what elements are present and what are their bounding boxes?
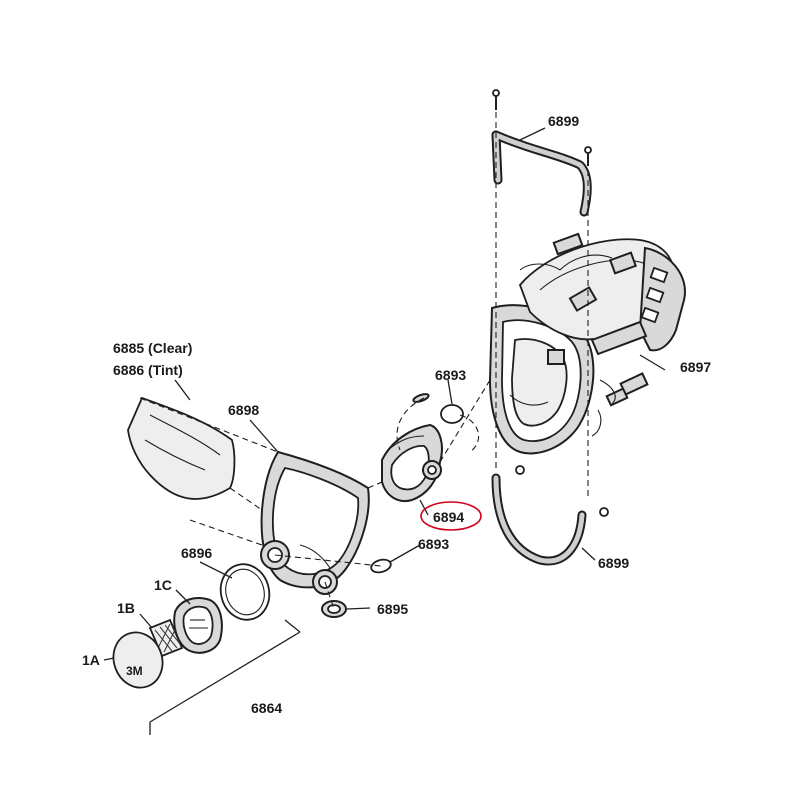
logo-3m: 3M (126, 664, 143, 678)
valve-6893-top (412, 393, 464, 424)
label-6864: 6864 (251, 700, 282, 716)
cover-1A: 3M (112, 631, 164, 689)
label-6894: 6894 (433, 509, 464, 525)
label-6893-top: 6893 (435, 367, 466, 383)
label-6885-clear: 6885 (Clear) (113, 340, 192, 356)
highlight-6894-circle (420, 501, 482, 531)
label-6899-top: 6899 (548, 113, 579, 129)
label-6896: 6896 (181, 545, 212, 561)
head-harness-6897 (488, 232, 686, 455)
label-6886-tint: 6886 (Tint) (113, 362, 183, 378)
top-strap-6899 (491, 89, 592, 500)
gasket-6895 (321, 600, 347, 618)
lens-6885-6886 (127, 396, 236, 500)
gasket-ring-6896 (219, 563, 271, 621)
label-1C: 1C (154, 577, 172, 593)
label-6895: 6895 (377, 601, 408, 617)
label-6898: 6898 (228, 402, 259, 418)
label-6893-mid: 6893 (418, 536, 449, 552)
label-6897: 6897 (680, 359, 711, 375)
leader-lines (103, 127, 666, 735)
label-1A: 1A (82, 652, 100, 668)
label-6899-bottom: 6899 (598, 555, 629, 571)
faceseal-6898 (260, 450, 370, 595)
valve-6893-mid (370, 558, 392, 574)
nose-cup-6894 (381, 423, 443, 502)
bottom-strap-6899 (491, 465, 609, 566)
label-1B: 1B (117, 600, 135, 616)
cartridge-holder-1C (173, 597, 223, 654)
